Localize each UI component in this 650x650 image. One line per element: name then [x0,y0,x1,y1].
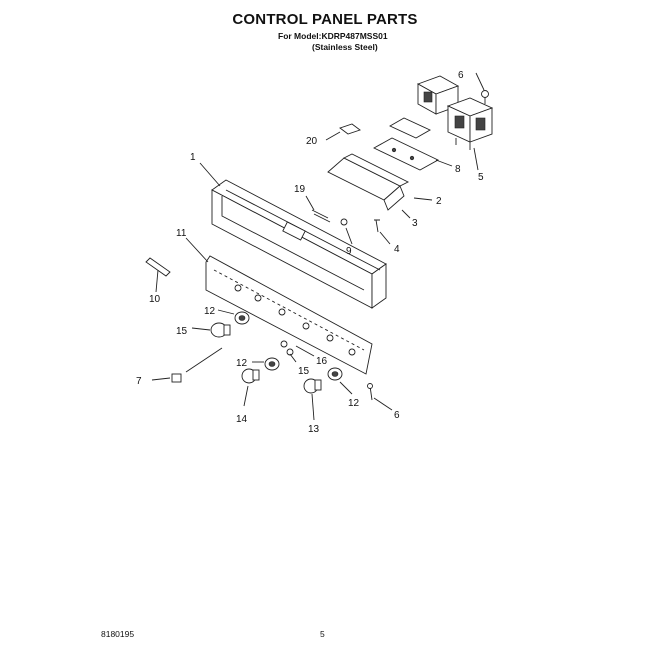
part-7-clip [171,373,182,383]
callout-16: 15 [298,366,310,377]
callout-9: 9 [346,246,352,257]
callout-6-bottom: 6 [394,410,400,421]
part-6-screw-bottom [367,383,373,401]
part-12-bezel-b [264,357,280,371]
callout-15: 15 [176,326,188,337]
page-title: CONTROL PANEL PARTS [232,11,418,28]
callout-7: 7 [136,376,142,387]
part-12-bezel-c [327,367,343,381]
callout-14: 14 [236,414,248,425]
part-5-switch-assembly [416,75,494,150]
callout-20: 20 [306,136,318,147]
callout-12-b: 12 [236,358,248,369]
callout-labels: 6 20 8 5 1 19 2 3 9 4 11 10 12 15 7 12 1… [136,70,484,435]
callout-11: 11 [176,228,187,239]
part-9-nut [340,218,348,226]
part-10-strip [145,257,171,277]
part-14-knob [241,368,260,384]
callout-17: 16 [316,356,328,367]
callout-1: 1 [190,152,196,163]
callout-2: 2 [436,196,442,207]
model-line: For Model:KDRP487MSS01 [278,31,388,41]
callout-13: 13 [308,424,320,435]
part-15-knob [210,322,231,338]
part-13-knob [303,378,322,394]
part-20-clip [339,123,361,135]
part-1-control-housing [211,179,387,309]
callout-10: 10 [149,294,161,305]
part-19-label [311,209,331,223]
callout-5: 5 [478,172,484,183]
part-11-panel-face [205,255,373,375]
part-12-bezel-a [234,311,250,325]
leader-lines [151,72,485,421]
part-6-screw-top [481,90,489,104]
page-number: 5 [320,629,325,639]
callout-3: 3 [412,218,418,229]
callout-4: 4 [394,244,400,255]
part-2-bracket [327,153,410,211]
callout-6-top: 6 [458,70,464,81]
part-16-17-small [280,340,294,356]
finish-line: (Stainless Steel) [312,42,378,52]
callout-8: 8 [455,164,461,175]
callout-19: 19 [294,184,306,195]
callout-12-c: 12 [348,398,360,409]
document-number: 8180195 [101,629,135,639]
callout-12-a: 12 [204,306,216,317]
part-4-screw [374,219,380,233]
part-8-plates [373,117,439,171]
